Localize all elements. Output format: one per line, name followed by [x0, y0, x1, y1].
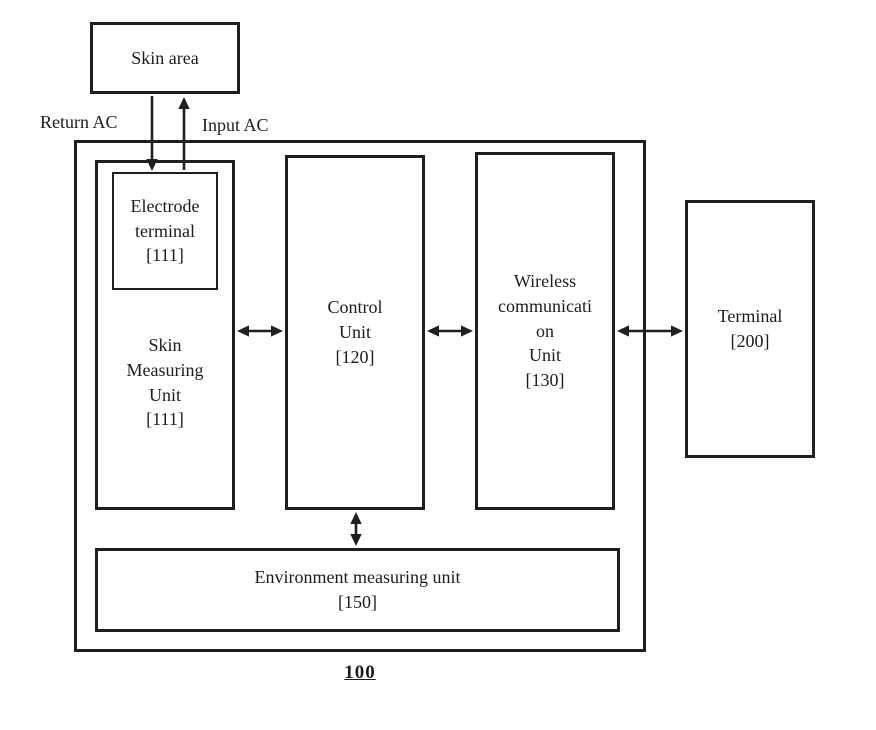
block-electrode-terminal: Electrode terminal [111]	[112, 172, 218, 290]
environment-unit-label: Environment measuring unit	[254, 567, 461, 588]
terminal-label: Terminal	[717, 306, 783, 327]
electrode-terminal-label: Electrode terminal	[130, 195, 200, 241]
terminal-ref: [200]	[730, 331, 770, 351]
system-reference-label: 100	[344, 662, 376, 683]
skin-measuring-unit-label: Skin Measuring Unit	[126, 335, 204, 405]
electrode-terminal-ref: [111]	[146, 245, 184, 266]
skin-measuring-unit-ref: [111]	[146, 409, 184, 430]
block-wireless-communication-unit: Wireless communicati on Unit [130]	[475, 152, 615, 510]
skin-area-label: Skin area	[131, 47, 199, 68]
control-unit-label: Control Unit	[327, 297, 383, 343]
return-ac-label: Return AC	[40, 112, 118, 132]
block-terminal: Terminal [200]	[685, 200, 815, 458]
wireless-unit-ref: [130]	[525, 370, 565, 391]
system-boundary-box	[74, 140, 646, 652]
block-environment-measuring-unit: Environment measuring unit [150]	[95, 548, 620, 632]
wireless-unit-label: Wireless communicati on Unit	[498, 270, 592, 366]
control-unit-ref: [120]	[335, 346, 375, 367]
block-control-unit: Control Unit [120]	[285, 155, 425, 510]
input-ac-label: Input AC	[202, 115, 269, 135]
environment-unit-ref: [150]	[338, 592, 377, 612]
block-skin-area: Skin area	[90, 22, 240, 94]
